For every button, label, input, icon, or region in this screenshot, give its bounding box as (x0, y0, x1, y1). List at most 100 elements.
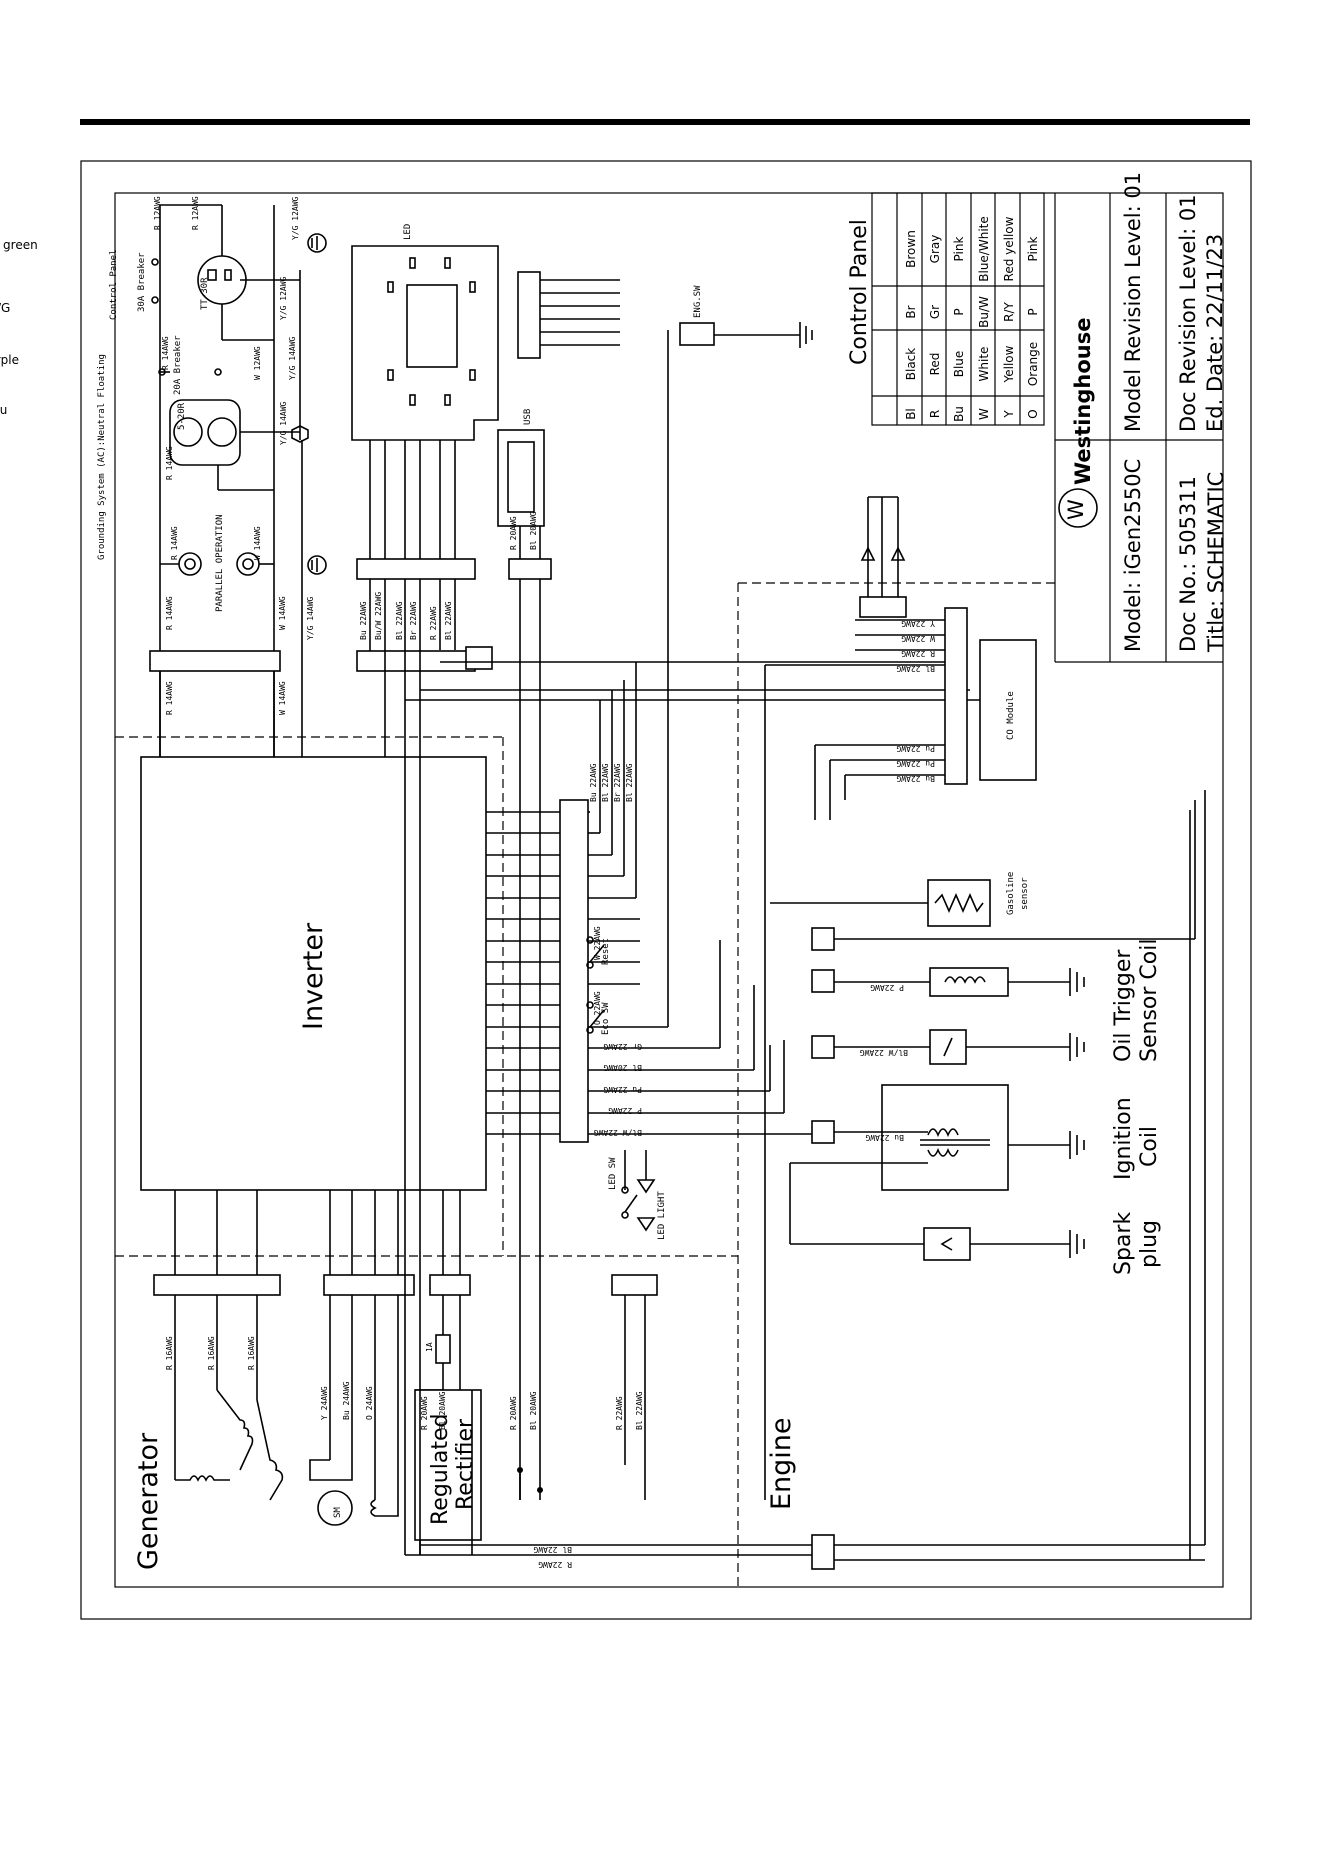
co-bu22-label: Bu 22AWG (896, 774, 935, 783)
legend-cell: Gray (928, 235, 942, 264)
breaker30-contact (151, 258, 159, 266)
inv-pu22-label: Pu 22AWG (603, 1085, 642, 1094)
engine-label: Engine (766, 1417, 797, 1510)
legend-cell: O (1026, 409, 1040, 418)
gen-bu24-label: Bu 24AWG (342, 1381, 351, 1420)
fuse-label: 1A (425, 1342, 434, 1352)
bu22-label: Bu 22AWG (359, 601, 368, 640)
legend-cell: R/Y (1002, 301, 1016, 321)
brand-label: Westinghouse (1071, 318, 1095, 485)
reset-switch-blade (589, 944, 605, 963)
gen-r22-label: R 22AWG (615, 1396, 624, 1430)
inner-frame (114, 192, 1224, 1588)
inv-blw22-label: Bl/W 22AWG (594, 1128, 642, 1137)
led-screen (406, 284, 458, 368)
model-rev-label: Model Revision Level: 01 (1121, 172, 1145, 432)
r14-label-5: R 14AWG (170, 526, 179, 560)
usb-port (497, 429, 545, 527)
w14-label-2: W 14AWG (278, 596, 287, 630)
r14-label: R 14AWG (165, 681, 174, 715)
gen-r16-label-2: R 16AWG (207, 1336, 216, 1370)
reset-label: Reset (601, 938, 611, 965)
buw22-label: Bu/W 22AWG (374, 592, 383, 640)
ignition-secondary-winding (927, 1147, 959, 1157)
r14-label-3: R 14AWG (165, 446, 174, 480)
inv-p22-label: P 22AWG (608, 1106, 642, 1115)
legend-cell: Bl (904, 408, 918, 420)
led-label: LED (403, 224, 413, 240)
br22-label: Br 22AWG (409, 601, 418, 640)
legend-cell: Pink (952, 237, 966, 262)
legend-cell: Pu (0, 403, 7, 417)
led-dot-1 (387, 281, 394, 293)
rectifier-label: Regulated (428, 1414, 453, 1525)
led-sw-label: LED SW (608, 1157, 618, 1190)
gen-y24-label: Y 24AWG (320, 1386, 329, 1420)
co-led-connector (859, 596, 907, 618)
sm-label: SM (333, 1507, 343, 1518)
bottom-connector (811, 1534, 835, 1570)
co-pu22-label-2: Pu 22AWG (896, 759, 935, 768)
legend-cell: P (1026, 308, 1040, 315)
westinghouse-logo (1058, 488, 1098, 528)
legend-cell: Bu (952, 406, 966, 422)
legend-cell: Yellow green (0, 238, 38, 252)
parallel-r-terminal (178, 552, 202, 576)
gen-r20-label-2: R 20AWG (509, 1396, 518, 1430)
gen-o24-label: O 24AWG (365, 1386, 374, 1420)
gen-bl20-label: Bl 20AWG (438, 1391, 447, 1430)
legend-cell: Br (904, 305, 918, 318)
grounding-note: Grounding System (AC):Neutral Floating C… (97, 250, 119, 560)
w14-label: W 14AWG (278, 681, 287, 715)
title-block: W Westinghouse Model: iGen2550C Doc No.:… (1054, 172, 1228, 663)
date-label: Ed. Date: 22/11/23 (1203, 234, 1227, 432)
yg14-label: Y/G 14AWG (306, 596, 315, 640)
inv-bl22-label-2: Bl 22AWG (625, 763, 634, 802)
oil-p22-label: P 22AWG (870, 983, 904, 992)
parallel-w-terminal-inner (242, 558, 254, 570)
led-dot-8 (444, 394, 451, 406)
eng-switch (679, 322, 715, 346)
ignition-primary-winding (927, 1128, 959, 1138)
yg14-label-3: Y/G 14AWG (279, 401, 288, 445)
legend-cell: Orange (1026, 342, 1040, 386)
bl22-label-2: Bl 22AWG (444, 601, 453, 640)
breaker20-label: 20A Breaker (173, 335, 183, 395)
fuse-1a (435, 1334, 451, 1364)
co-w22-label: W 22AWG (901, 634, 935, 643)
led-dot-3 (469, 281, 476, 293)
gen-bl20-label-2: Bl 20AWG (529, 1391, 538, 1430)
sm-lead (309, 1459, 353, 1481)
o24-coil (370, 1499, 399, 1517)
eco-contact (586, 1001, 594, 1009)
oil-sensor-connector (811, 1035, 835, 1059)
co-module-label: CO Module (1006, 691, 1016, 740)
duplex-outlet-5-20r: 5-20R (169, 399, 241, 466)
gasoline-label: Gasoline (1006, 872, 1016, 915)
led-light-label: LED LIGHT (657, 1191, 667, 1240)
yg14-label-2: Y/G 14AWG (288, 336, 297, 380)
gasoline-label-2: sensor (1020, 877, 1030, 910)
oil-label-2: Sensor Coil (1137, 939, 1162, 1062)
legend-cell: Red yellow (1002, 216, 1016, 281)
w14-label-3: W 14AWG (253, 526, 262, 560)
reset-contact (586, 936, 594, 944)
inv-o22-label: O 22AWG (593, 991, 602, 1025)
legend-cell: Black (904, 348, 918, 381)
led-connector-top (356, 558, 476, 580)
legend-cell: Purple (0, 353, 19, 367)
legend-cell: Gr (928, 305, 942, 319)
bl22-label: Bl 22AWG (395, 601, 404, 640)
inverter-connector (559, 799, 589, 1143)
inverter-out-lines (588, 330, 812, 1135)
legend-cell: R (928, 410, 942, 418)
legend-cell: Pink (1026, 237, 1040, 262)
ignition-label: Ignition (1111, 1097, 1136, 1180)
logo-w: W (1064, 499, 1088, 520)
led-sw-blade (624, 1194, 638, 1213)
r12-label-2: R 12AWG (191, 196, 200, 230)
oil-blw22-label: Bl/W 22AWG (860, 1048, 908, 1057)
oil-connector (811, 969, 835, 993)
legend-cell: P (952, 308, 966, 315)
